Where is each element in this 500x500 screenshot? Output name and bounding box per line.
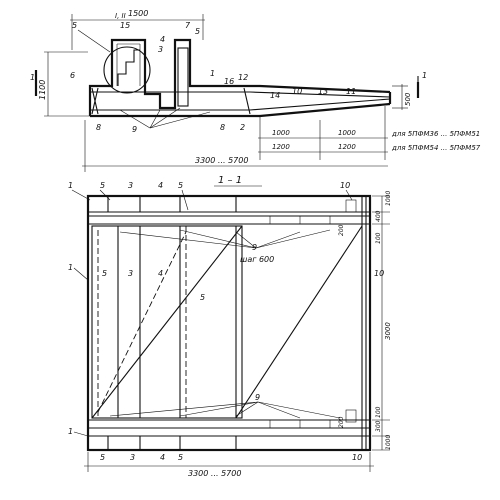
- dim-right-bot-3: 300: [375, 420, 382, 432]
- callout-10: 10: [292, 87, 302, 96]
- plan-callout-top-5b: 5: [178, 181, 183, 190]
- plan-callout-mid-10: 10: [374, 269, 384, 278]
- plan-callout-bot-1: 1: [68, 427, 73, 436]
- callout-9: 9: [132, 125, 137, 134]
- dim-right-mid: 3000: [384, 322, 392, 340]
- elevation-view: 1500 1100 1 500: [30, 9, 481, 172]
- dim-height-left: 1100: [38, 80, 47, 100]
- frame-outline: [88, 38, 391, 116]
- section-mark-left: 1: [30, 73, 35, 82]
- callout-6: 6: [70, 71, 75, 80]
- callout-5a: 5: [72, 21, 77, 30]
- callout-I-II: I, II: [115, 12, 126, 20]
- plan-callout-top-5a: 5: [100, 181, 105, 190]
- plan-callout-top-3: 3: [128, 181, 133, 190]
- plan-section: 1 – 1: [68, 175, 392, 478]
- dim-right-top-4: 100: [375, 232, 382, 244]
- callout-2: 2: [240, 123, 245, 132]
- plan-callout-mid-5b: 5: [200, 293, 205, 302]
- callout-16: 16: [224, 77, 234, 86]
- callout-14: 14: [270, 91, 280, 100]
- dim-height-right: 500: [404, 92, 412, 106]
- detail-circle: [103, 46, 151, 94]
- dim-right-bot-1: 100: [375, 406, 382, 418]
- dim-total-length: 3300 ... 5700: [195, 156, 248, 165]
- variant-row2: для 5ПФМ54 ... 5ПФМ57: [391, 144, 481, 152]
- plan-callout-mid-9: 9: [252, 243, 257, 252]
- variant-row1: для 5ПФМ36 ... 5ПФМ51: [391, 130, 480, 138]
- plan-callout-mid-3: 3: [128, 269, 133, 278]
- plan-frame: [86, 194, 372, 452]
- callout-8a: 8: [96, 123, 101, 132]
- plan-callout-mid-1: 1: [68, 263, 73, 272]
- step-label: шаг 600: [240, 255, 274, 264]
- callout-7: 7: [185, 21, 191, 30]
- callout-8b: 8: [220, 123, 225, 132]
- dim-right-bot-2: 200: [338, 416, 345, 428]
- plan-callout-top-1: 1: [68, 181, 73, 190]
- callout-15: 15: [120, 21, 130, 30]
- dim-right-top-1: 1000: [385, 191, 392, 206]
- plan-callout-bot-9: 9: [255, 393, 260, 402]
- section-mark-right: 1: [422, 71, 427, 80]
- callout-5b: 5: [195, 27, 200, 36]
- plan-callout-bot-10: 10: [352, 453, 362, 462]
- plan-callout-mid-5: 5: [102, 269, 107, 278]
- section-title: 1 – 1: [218, 175, 242, 186]
- plan-callout-bot-5: 5: [100, 453, 105, 462]
- plan-callout-top-4: 4: [158, 181, 163, 190]
- dim-seg1-a: 1000: [272, 129, 290, 137]
- dim-bottom-total: 3300 ... 5700: [188, 469, 241, 478]
- dim-seg2-a: 1000: [338, 129, 356, 137]
- dim-right-top-2: 400: [375, 210, 382, 222]
- plan-callout-mid-4: 4: [158, 269, 163, 278]
- dim-right-bot-4: 1000: [385, 435, 392, 450]
- callout-1: 1: [210, 69, 215, 78]
- plan-callout-bot-4: 4: [160, 453, 165, 462]
- dim-seg2-b: 1200: [338, 143, 356, 151]
- dim-top-width: 1500: [128, 9, 148, 18]
- dim-seg1-b: 1200: [272, 143, 290, 151]
- callout-3: 3: [158, 45, 163, 54]
- dim-right-top-3: 200: [338, 224, 345, 236]
- callout-11: 11: [346, 87, 356, 96]
- plan-callout-bot-3: 3: [130, 453, 135, 462]
- callout-4: 4: [160, 35, 165, 44]
- plan-callout-bot-5b: 5: [178, 453, 183, 462]
- callout-12: 12: [238, 73, 248, 82]
- plan-callout-top-10: 10: [340, 181, 350, 190]
- callout-13: 13: [318, 87, 328, 96]
